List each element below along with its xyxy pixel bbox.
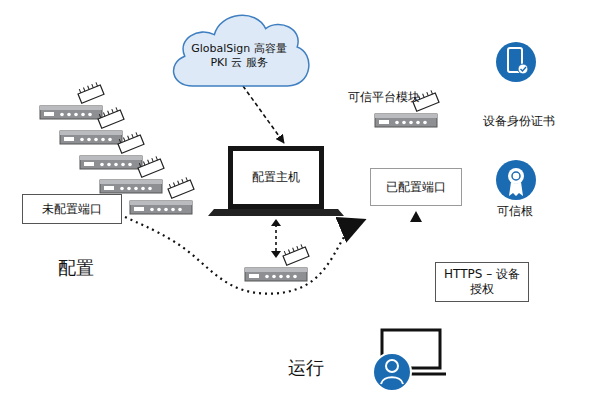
root-of-trust-icon bbox=[496, 160, 536, 200]
laptop-base bbox=[208, 209, 344, 216]
port-box: 已配置端口 bbox=[370, 168, 462, 206]
stage-label: 配置 bbox=[58, 256, 94, 280]
link-line bbox=[275, 224, 277, 252]
port-device bbox=[130, 176, 194, 214]
port-device bbox=[40, 81, 104, 119]
user-icon bbox=[373, 330, 446, 391]
node-text: 已配置端口 bbox=[386, 180, 446, 195]
part-label: 可信根 bbox=[497, 203, 533, 220]
port-device bbox=[60, 106, 124, 144]
provision-arrow bbox=[243, 86, 284, 143]
laptop-screen: 配置主机 bbox=[228, 146, 324, 209]
cloud-service: GlobalSign 高容量 PKI 云 服务 bbox=[165, 6, 313, 90]
certificate-icon bbox=[496, 42, 536, 82]
pointer-head bbox=[410, 211, 422, 222]
stage-label: 运行 bbox=[288, 356, 324, 380]
port-box: 未配置端口 bbox=[22, 194, 122, 224]
node-text: 未配置端口 bbox=[42, 202, 102, 217]
label-box: HTTPS – 设备 授权 bbox=[435, 262, 529, 302]
config-flow-arrow bbox=[125, 217, 364, 294]
part-label: 设备身份证书 bbox=[483, 113, 555, 130]
port-device bbox=[80, 131, 144, 169]
port-device bbox=[100, 155, 164, 193]
part-label: 可信平台模块 bbox=[348, 89, 420, 106]
node-text: HTTPS – 设备 授权 bbox=[444, 267, 520, 297]
node-text: 配置主机 bbox=[252, 170, 300, 185]
node-text: GlobalSign 高容量 PKI 云 服务 bbox=[183, 42, 295, 70]
port-device bbox=[245, 243, 309, 281]
